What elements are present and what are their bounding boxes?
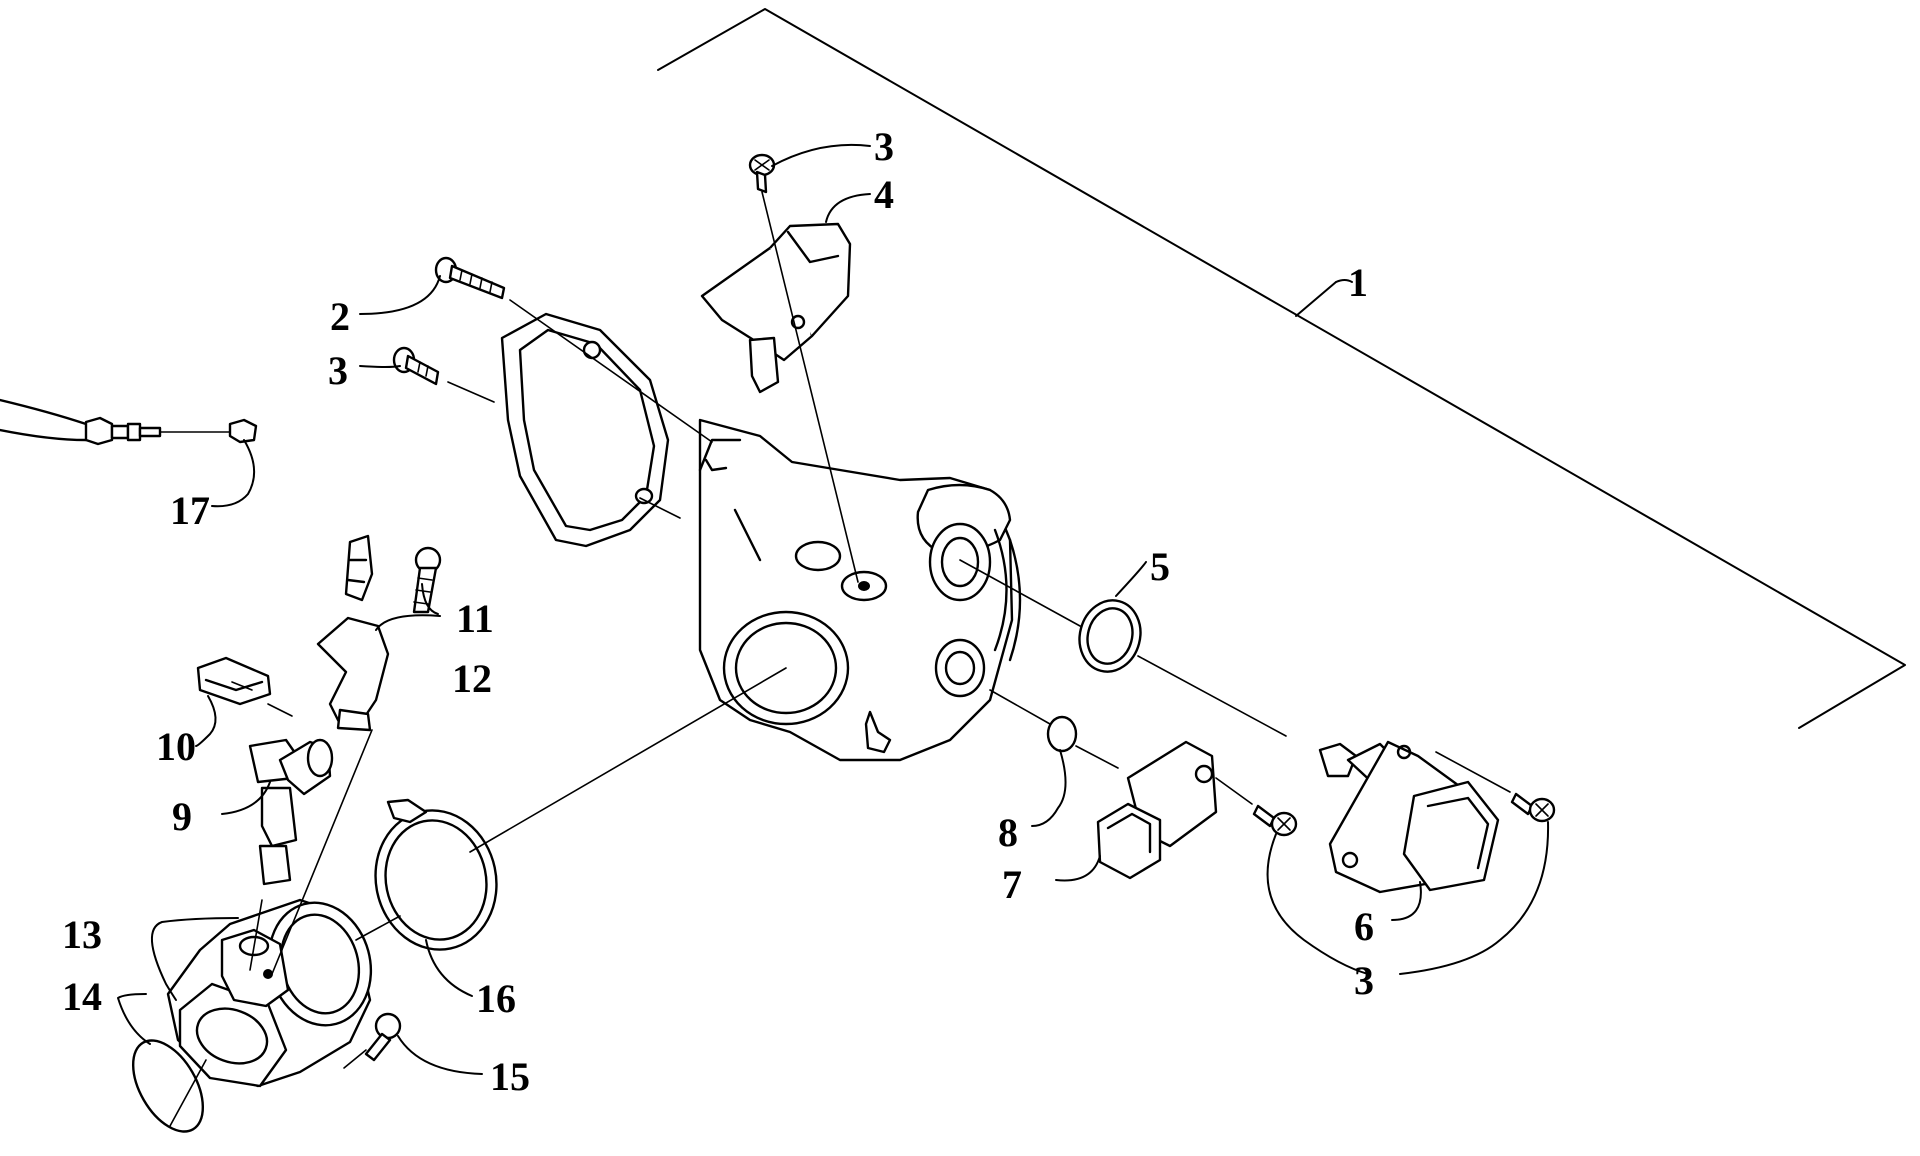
callout-4: 4 bbox=[874, 172, 894, 217]
screw-top bbox=[748, 153, 776, 194]
fuel-injector bbox=[248, 738, 334, 886]
callout-1: 1 bbox=[1348, 260, 1368, 305]
callout-9: 9 bbox=[172, 794, 192, 839]
callout-14: 14 bbox=[62, 974, 102, 1019]
throttle-position-sensor bbox=[1096, 740, 1218, 880]
throttle-cover bbox=[500, 312, 670, 548]
intake-adapter bbox=[166, 898, 373, 1088]
callout-3-left: 3 bbox=[328, 348, 348, 393]
callout-16: 16 bbox=[476, 976, 516, 1021]
injector-clip bbox=[196, 656, 272, 706]
hose-clamp bbox=[374, 798, 498, 951]
callout-13: 13 bbox=[62, 912, 102, 957]
callout-7: 7 bbox=[1002, 862, 1022, 907]
o-ring-small bbox=[1046, 715, 1078, 753]
fuel-rail-adapter bbox=[316, 534, 390, 732]
callout-5: 5 bbox=[1150, 544, 1170, 589]
idle-air-control-valve bbox=[1318, 740, 1500, 894]
long-screw bbox=[434, 256, 506, 300]
callout-3-top: 3 bbox=[874, 124, 894, 169]
assembly-bracket bbox=[657, 8, 1906, 729]
callout-3-bottom: 3 bbox=[1354, 958, 1374, 1003]
callout-2: 2 bbox=[330, 294, 350, 339]
map-sensor bbox=[700, 222, 852, 394]
callout-12: 12 bbox=[452, 656, 492, 701]
screw-left bbox=[392, 346, 440, 386]
bolt-15 bbox=[364, 1012, 402, 1062]
callout-10: 10 bbox=[156, 724, 196, 769]
callout-labels: 1 2 3 3 3 4 5 6 7 8 9 10 11 12 13 14 15 … bbox=[62, 124, 1374, 1099]
callout-curves bbox=[117, 143, 1550, 1075]
callout-17: 17 bbox=[170, 488, 210, 533]
callout-15: 15 bbox=[490, 1054, 530, 1099]
callout-11: 11 bbox=[456, 596, 494, 641]
intake-o-ring bbox=[131, 1039, 205, 1133]
o-ring-large bbox=[1078, 599, 1142, 673]
throttle-cable bbox=[0, 398, 258, 446]
callout-6: 6 bbox=[1354, 904, 1374, 949]
throttle-body-housing bbox=[698, 418, 1022, 762]
screw-lower-right bbox=[1510, 792, 1556, 823]
callout-8: 8 bbox=[998, 810, 1018, 855]
screw-lower-mid bbox=[1252, 804, 1298, 837]
leader-lines bbox=[169, 191, 1511, 1127]
